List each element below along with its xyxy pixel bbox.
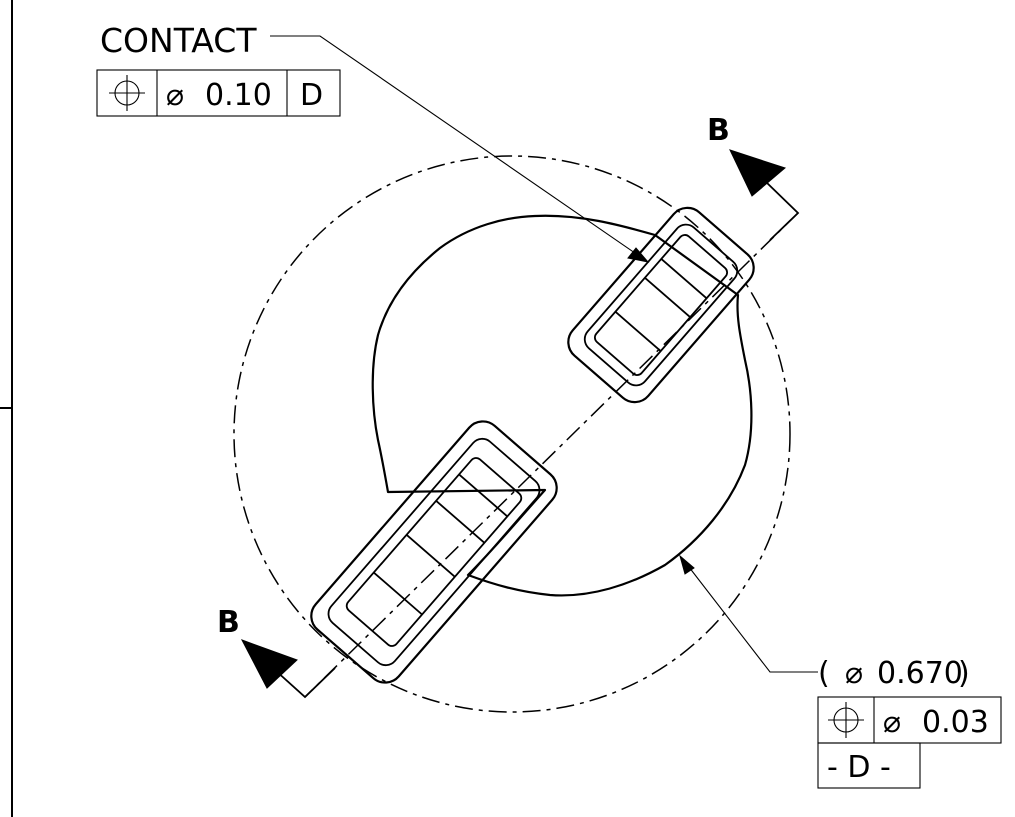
section-arrow-top <box>729 149 800 241</box>
diameter-leader-arrow <box>679 554 695 575</box>
section-cut-line <box>304 212 799 698</box>
ref-dim-paren-close: ) <box>958 656 970 691</box>
fcf-top-tolerance: 0.10 <box>205 78 272 113</box>
position-symbol-icon <box>109 75 145 111</box>
fcf-bottom: ⌀ 0.03 <box>817 696 1002 744</box>
datum-feature-box <box>817 742 921 789</box>
phantom-circle <box>233 155 791 713</box>
contact-leader-arrow <box>627 247 650 263</box>
ref-dim-value: 0.670 <box>877 656 963 691</box>
section-arrow-bottom <box>240 639 336 699</box>
section-label-top: B <box>707 113 730 148</box>
ref-dim-paren-open: ( <box>818 656 830 691</box>
contact-note: CONTACT <box>100 21 257 60</box>
section-label-bottom: B <box>217 605 240 640</box>
fcf-bottom-diameter-symbol: ⌀ <box>883 705 901 740</box>
datum-feature-label: - D - <box>827 750 891 785</box>
upper-contact-tab <box>567 206 755 404</box>
fcf-bottom-tolerance: 0.03 <box>922 705 989 740</box>
ref-dim-diameter-symbol: ⌀ <box>845 656 863 691</box>
fcf-top-datum: D <box>300 78 323 113</box>
lower-contact-tab <box>310 420 558 684</box>
part-body-outline <box>371 214 753 597</box>
diameter-leader-line <box>681 557 818 673</box>
fcf-top-diameter-symbol: ⌀ <box>166 78 184 113</box>
position-symbol-icon <box>828 702 864 738</box>
contact-leader-line <box>270 35 649 263</box>
fcf-top: ⌀ 0.10 D <box>96 69 341 117</box>
